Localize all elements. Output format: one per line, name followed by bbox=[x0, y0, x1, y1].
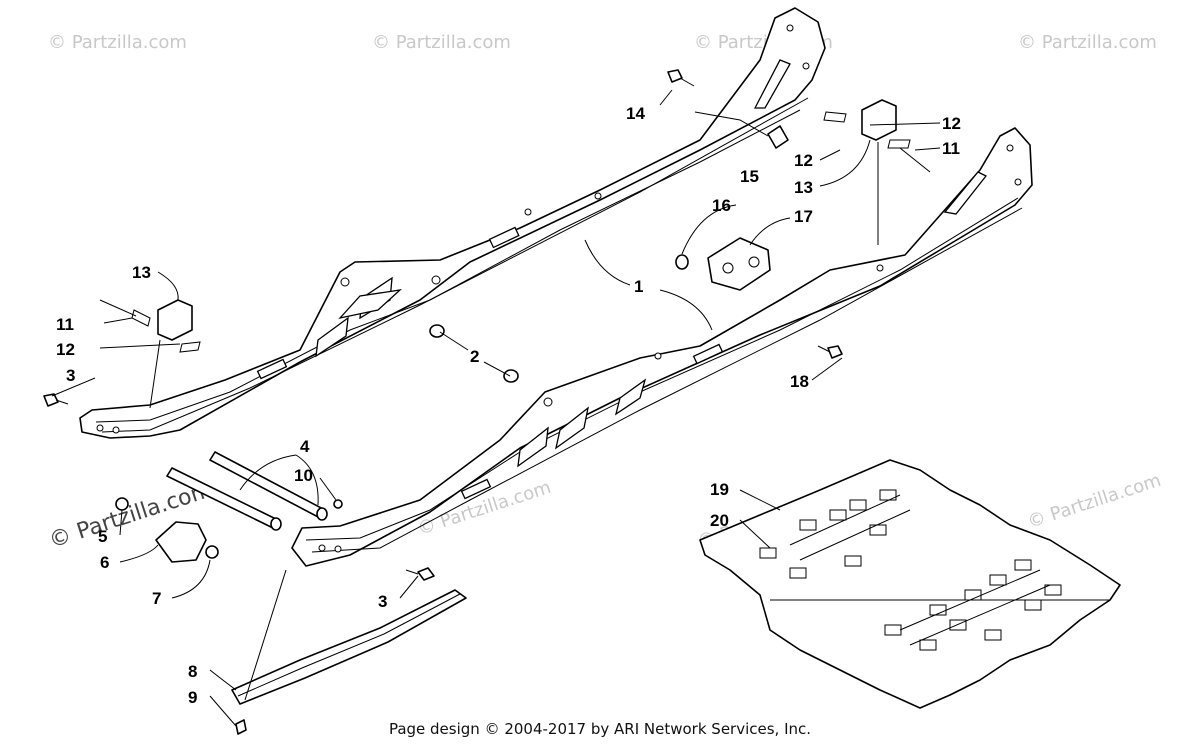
callout-3-rear: 3 bbox=[66, 366, 75, 385]
callout-20: 20 bbox=[710, 511, 729, 530]
bracket-assembly bbox=[675, 237, 771, 291]
copyright-footer: Page design © 2004-2017 by ARI Network S… bbox=[388, 720, 812, 738]
callout-16: 16 bbox=[712, 196, 731, 215]
callout-2: 2 bbox=[470, 347, 479, 366]
callout-15: 15 bbox=[740, 167, 759, 186]
watermarks: © Partzilla.com © Partzilla.com © Partzi… bbox=[48, 32, 1164, 553]
callout-11-right: 11 bbox=[942, 139, 960, 158]
watermark-2: © Partzilla.com bbox=[372, 32, 511, 53]
callout-13-right: 13 bbox=[794, 178, 813, 197]
callout-18: 18 bbox=[790, 372, 809, 391]
callout-10: 10 bbox=[294, 466, 313, 485]
cross-shafts bbox=[166, 451, 328, 531]
callout-3-front: 3 bbox=[378, 592, 387, 611]
callout-13-left: 13 bbox=[132, 263, 151, 282]
stop-part bbox=[767, 125, 789, 149]
stop-blocks bbox=[99, 99, 931, 353]
wear-strip bbox=[231, 589, 467, 735]
callout-19: 19 bbox=[710, 480, 729, 499]
bolts bbox=[43, 69, 843, 581]
watermark-1: © Partzilla.com bbox=[48, 32, 187, 53]
spacers bbox=[429, 324, 519, 383]
callout-6: 6 bbox=[100, 553, 109, 572]
callout-12-left: 12 bbox=[56, 340, 75, 359]
callout-5: 5 bbox=[98, 527, 107, 546]
callout-9: 9 bbox=[188, 688, 197, 707]
callout-12-right: 12 bbox=[942, 114, 961, 133]
callout-12-mid: 12 bbox=[794, 151, 813, 170]
track bbox=[699, 459, 1121, 709]
callout-8: 8 bbox=[188, 662, 197, 681]
rail-back bbox=[79, 7, 826, 439]
watermark-4: © Partzilla.com bbox=[1018, 32, 1157, 53]
callout-17: 17 bbox=[794, 207, 813, 226]
watermark-5: © Partzilla.com bbox=[1025, 470, 1164, 533]
callout-11-left: 11 bbox=[56, 315, 74, 334]
leader-lines bbox=[51, 89, 941, 727]
callout-7: 7 bbox=[152, 589, 161, 608]
callout-14: 14 bbox=[626, 104, 645, 123]
callouts: 1 2 3 3 4 5 6 7 8 9 10 11 11 12 12 12 13… bbox=[56, 104, 961, 707]
callout-4: 4 bbox=[300, 437, 310, 456]
rail-front bbox=[291, 127, 1033, 567]
callout-1: 1 bbox=[634, 277, 643, 296]
idler-parts bbox=[115, 497, 343, 563]
